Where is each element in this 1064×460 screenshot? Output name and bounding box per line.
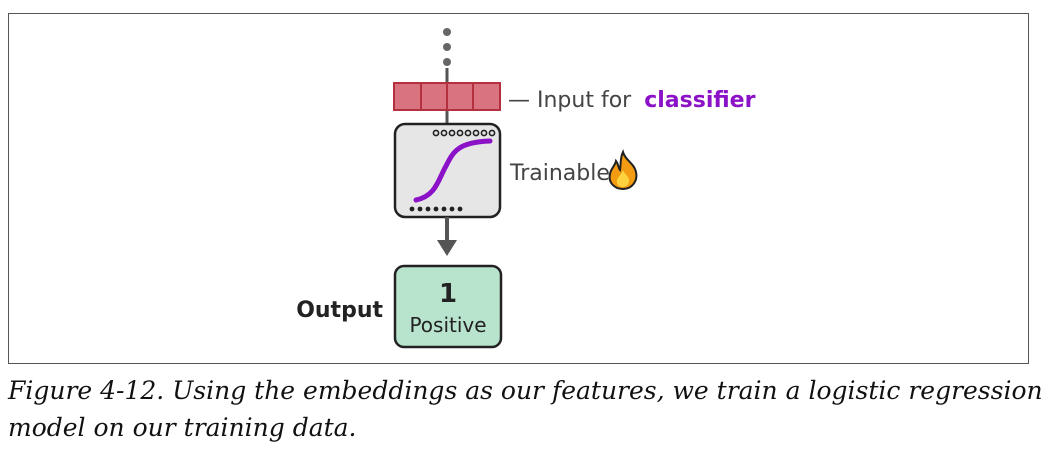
figure-caption: Figure 4-12. Using the embeddings as our… bbox=[8, 376, 1043, 442]
embedding-cell bbox=[393, 82, 422, 111]
output-side-label: Output bbox=[296, 298, 383, 323]
output-box bbox=[393, 264, 503, 349]
ellipsis-dots bbox=[443, 28, 451, 66]
input-label-prefix: — Input for bbox=[508, 88, 632, 113]
output-class: Positive bbox=[409, 313, 486, 337]
embedding-cell bbox=[446, 82, 474, 111]
output-arrow-head bbox=[437, 240, 457, 256]
fire-icon bbox=[608, 149, 638, 191]
model-box bbox=[393, 122, 502, 219]
logistic-regression-model bbox=[393, 122, 502, 219]
figure-frame bbox=[8, 13, 1029, 364]
input-label-highlight: classifier bbox=[644, 88, 755, 113]
model-top-dots bbox=[432, 129, 496, 137]
embedding-vector bbox=[393, 82, 501, 111]
sigmoid-curve bbox=[413, 138, 493, 203]
trainable-label: Trainable bbox=[509, 161, 610, 186]
embedding-cell bbox=[420, 82, 448, 111]
input-label: — Input for classifier bbox=[508, 88, 756, 113]
output-value: 1 bbox=[439, 279, 457, 309]
diagram: — Input for classifier Trainable bbox=[296, 28, 756, 349]
model-bottom-dots bbox=[409, 206, 463, 212]
embedding-cell bbox=[472, 82, 501, 111]
